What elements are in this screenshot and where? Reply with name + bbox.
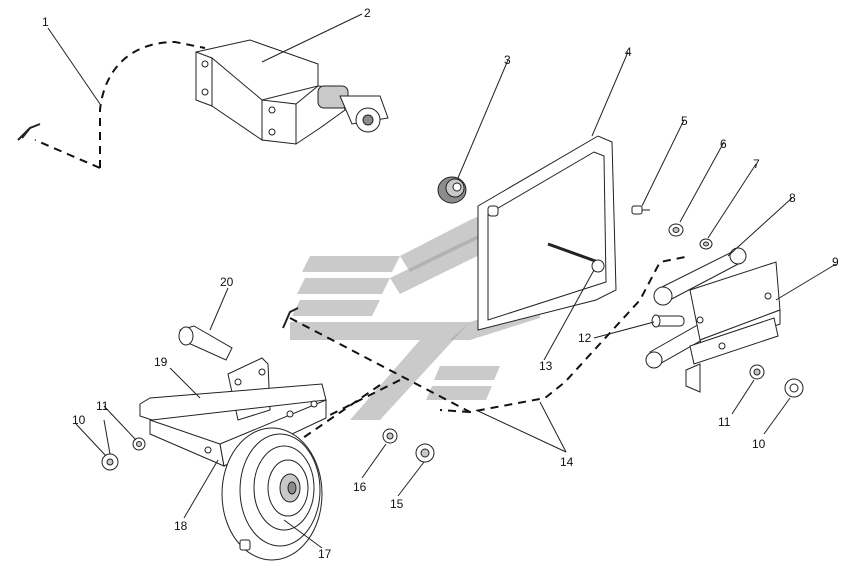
label-6: 6 <box>720 137 727 151</box>
label-16: 16 <box>353 480 367 494</box>
nut-10-left <box>101 453 119 471</box>
screw-5 <box>631 205 650 215</box>
label-8: 8 <box>789 191 796 205</box>
lock-washer-7 <box>699 238 713 250</box>
label-15: 15 <box>390 497 404 511</box>
label-17: 17 <box>318 547 332 561</box>
label-10-left: 10 <box>72 413 86 427</box>
callout-labels: 1 2 3 4 5 6 7 8 9 10 11 12 13 14 15 16 1… <box>42 6 839 561</box>
label-10-right: 10 <box>752 437 766 451</box>
washer-11-left <box>132 437 146 451</box>
nut-3 <box>437 176 467 204</box>
washer-16 <box>382 428 398 444</box>
label-5: 5 <box>681 114 688 128</box>
label-1: 1 <box>42 15 49 29</box>
label-13: 13 <box>539 359 553 373</box>
label-18: 18 <box>174 519 188 533</box>
nut-15 <box>415 443 435 463</box>
leader-lines <box>47 13 837 549</box>
label-20: 20 <box>220 275 234 289</box>
washer-6 <box>668 223 684 237</box>
label-9: 9 <box>832 255 839 269</box>
label-3: 3 <box>504 53 511 67</box>
label-19: 19 <box>154 355 168 369</box>
nut-10-right <box>784 378 804 398</box>
nut-11-right <box>749 364 765 380</box>
label-4: 4 <box>625 45 632 59</box>
wire-harness <box>34 40 691 441</box>
label-11-right: 11 <box>718 415 731 429</box>
limit-switch <box>195 39 389 145</box>
cable-end-symbol <box>17 123 299 329</box>
label-11-left: 11 <box>96 399 109 413</box>
label-7: 7 <box>753 157 760 171</box>
pin-12 <box>651 314 685 328</box>
bolt-20 <box>178 325 233 361</box>
label-12: 12 <box>578 331 592 345</box>
bracket-9 <box>685 261 781 393</box>
label-2: 2 <box>364 6 371 20</box>
label-14: 14 <box>560 455 574 469</box>
mounting-plate <box>477 135 617 331</box>
sound-signal-17 <box>221 427 323 561</box>
